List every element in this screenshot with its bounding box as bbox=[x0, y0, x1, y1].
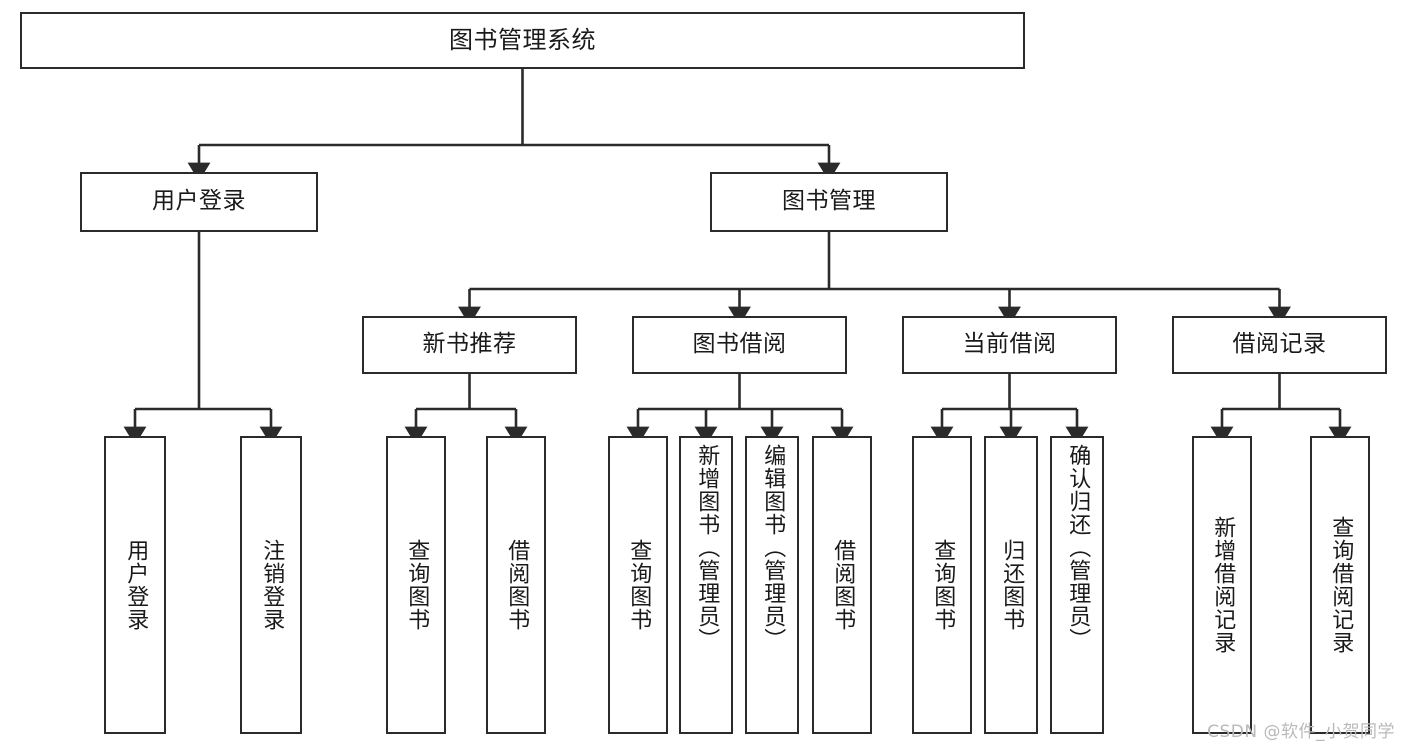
node-leaf-borrow-book-label: 借阅图书 bbox=[830, 539, 856, 631]
node-leaf-edit-book-label: 编辑图书（管理员） bbox=[760, 444, 786, 651]
node-leaf-user-login[interactable]: 用户登录 bbox=[104, 436, 166, 734]
node-book-borrow-label: 图书借阅 bbox=[692, 331, 787, 358]
node-current-borrow[interactable]: 当前借阅 bbox=[902, 316, 1117, 374]
node-leaf-query-book-borrow[interactable]: 查询图书 bbox=[608, 436, 668, 734]
node-leaf-logout-login[interactable]: 注销登录 bbox=[240, 436, 302, 734]
node-leaf-add-borrow-record[interactable]: 新增借阅记录 bbox=[1192, 436, 1252, 734]
node-leaf-add-book[interactable]: 新增图书（管理员） bbox=[679, 436, 733, 734]
node-user-login-label: 用户登录 bbox=[152, 188, 246, 215]
node-leaf-query-book-borrow-label: 查询图书 bbox=[626, 539, 652, 631]
node-leaf-query-borrow-record-label: 查询借阅记录 bbox=[1328, 516, 1354, 654]
node-borrow-record-label: 借阅记录 bbox=[1232, 331, 1327, 358]
node-leaf-add-book-label: 新增图书（管理员） bbox=[694, 444, 720, 651]
node-leaf-borrow-book-recommend[interactable]: 借阅图书 bbox=[486, 436, 546, 734]
node-leaf-add-borrow-record-label: 新增借阅记录 bbox=[1210, 516, 1236, 654]
node-leaf-query-book-recommend-label: 查询图书 bbox=[404, 539, 430, 631]
node-book-manage[interactable]: 图书管理 bbox=[710, 172, 948, 232]
node-leaf-query-book-current[interactable]: 查询图书 bbox=[912, 436, 972, 734]
node-current-borrow-label: 当前借阅 bbox=[962, 331, 1057, 358]
node-book-manage-label: 图书管理 bbox=[782, 188, 876, 215]
node-leaf-borrow-book-recommend-label: 借阅图书 bbox=[504, 539, 530, 631]
node-user-login[interactable]: 用户登录 bbox=[80, 172, 318, 232]
node-leaf-return-book[interactable]: 归还图书 bbox=[984, 436, 1038, 734]
node-book-borrow[interactable]: 图书借阅 bbox=[632, 316, 847, 374]
node-leaf-confirm-return[interactable]: 确认归还（管理员） bbox=[1050, 436, 1104, 734]
node-new-book-recommend-label: 新书推荐 bbox=[422, 331, 517, 358]
node-borrow-record[interactable]: 借阅记录 bbox=[1172, 316, 1387, 374]
node-leaf-borrow-book[interactable]: 借阅图书 bbox=[812, 436, 872, 734]
node-leaf-logout-login-label: 注销登录 bbox=[259, 539, 285, 631]
node-leaf-edit-book[interactable]: 编辑图书（管理员） bbox=[745, 436, 799, 734]
watermark-text: CSDN @软件_小贺同学 bbox=[1207, 722, 1395, 742]
node-leaf-return-book-label: 归还图书 bbox=[999, 539, 1025, 631]
node-root[interactable]: 图书管理系统 bbox=[20, 12, 1025, 69]
node-leaf-query-book-current-label: 查询图书 bbox=[930, 539, 956, 631]
node-new-book-recommend[interactable]: 新书推荐 bbox=[362, 316, 577, 374]
node-leaf-confirm-return-label: 确认归还（管理员） bbox=[1065, 444, 1091, 651]
node-leaf-query-borrow-record[interactable]: 查询借阅记录 bbox=[1310, 436, 1370, 734]
node-leaf-query-book-recommend[interactable]: 查询图书 bbox=[386, 436, 446, 734]
node-root-label: 图书管理系统 bbox=[449, 26, 596, 55]
node-leaf-user-login-label: 用户登录 bbox=[123, 539, 149, 631]
